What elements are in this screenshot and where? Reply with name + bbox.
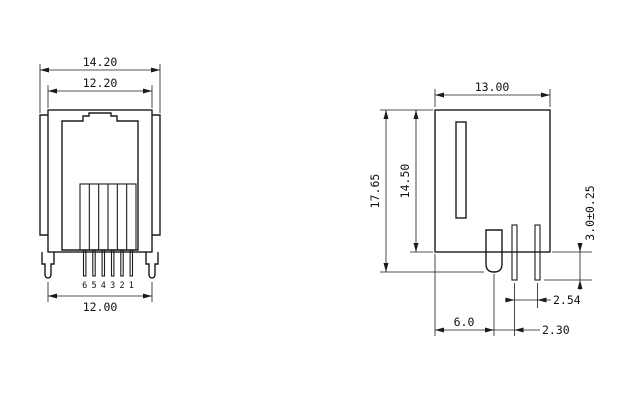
- side-body-outline: [434, 109, 551, 253]
- front-left-foot: [41, 252, 55, 279]
- side-dim-bottom-offsets: 6.0 2.30: [434, 254, 570, 337]
- front-right-flange: [152, 114, 161, 236]
- front-dim-bottom-width-label: 12.00: [83, 300, 118, 314]
- pin-number-5: 5: [91, 281, 96, 291]
- side-view: 13.00 17.65 14.50 3.0±0.25: [368, 80, 597, 337]
- side-pin-2: [534, 224, 541, 281]
- side-dim-pin-pitch: 2.54: [505, 283, 581, 336]
- front-dim-bottom-width: 12.00: [47, 282, 153, 314]
- front-plug-opening: [61, 112, 139, 251]
- pin-number-2: 2: [119, 281, 124, 291]
- contact-tail: [101, 249, 106, 277]
- side-dim-width-label: 13.00: [475, 80, 510, 94]
- front-left-flange: [39, 114, 48, 236]
- front-contact-tails: [82, 249, 134, 277]
- side-dim-body-height-label: 14.50: [398, 164, 412, 199]
- front-body-outline: [47, 109, 153, 253]
- side-mounting-peg: [485, 229, 503, 273]
- front-contact-dividers: [88, 184, 128, 250]
- front-dim-top-width-label: 14.20: [83, 55, 118, 69]
- pin-number-3: 3: [110, 281, 115, 291]
- side-dim-pin-length: 3.0±0.25: [544, 185, 597, 290]
- contact-tail: [110, 249, 115, 277]
- pin-number-4: 4: [101, 281, 106, 291]
- side-dim-overall-height-label: 17.65: [368, 174, 382, 209]
- contact-tail: [92, 249, 96, 277]
- front-pin-numbers: 6 5 4 3 2 1: [82, 281, 134, 291]
- side-opening-slot: [455, 121, 467, 219]
- contact-tail: [129, 249, 134, 277]
- side-dim-body-height: 14.50: [398, 110, 433, 253]
- side-dim-overall-height: 17.65: [368, 109, 484, 273]
- contact-tail: [120, 249, 124, 277]
- side-dim-width: 13.00: [434, 80, 551, 107]
- side-dim-peg-to-pin-label: 2.30: [542, 323, 570, 337]
- side-pin-1: [511, 224, 518, 281]
- pin-number-1: 1: [129, 281, 134, 291]
- front-dim-inner-width: 12.20: [47, 76, 153, 108]
- front-view: 6 5 4 3 2 1 14.20 12.20: [39, 55, 161, 314]
- contact-tail: [82, 249, 87, 277]
- side-dim-edge-to-peg-label: 6.0: [454, 315, 475, 329]
- pin-number-6: 6: [82, 281, 87, 291]
- side-dim-pin-length-label: 3.0±0.25: [583, 185, 597, 240]
- front-right-foot: [145, 252, 159, 279]
- front-dim-inner-width-label: 12.20: [83, 76, 118, 90]
- front-dim-top-width: 14.20: [39, 55, 161, 113]
- side-dim-pin-pitch-label: 2.54: [553, 293, 581, 307]
